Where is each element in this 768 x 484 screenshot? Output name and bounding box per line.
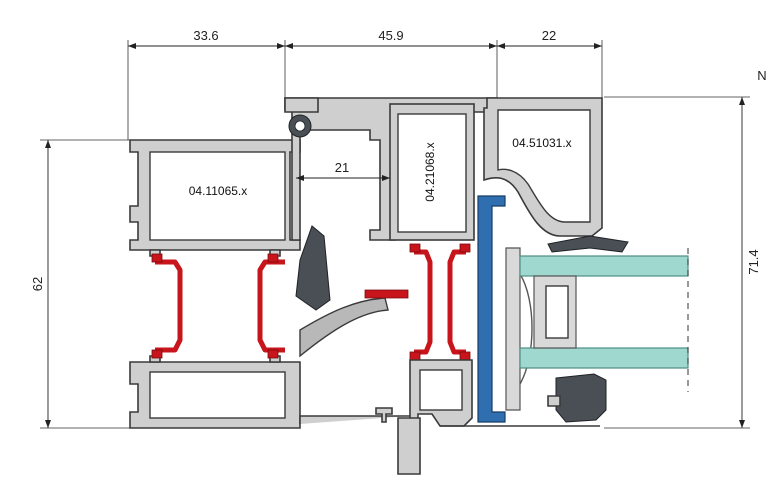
dim-21: 21 xyxy=(335,160,349,175)
sash-lower-chamber-void xyxy=(419,369,463,411)
inner-glazing-gasket xyxy=(555,373,607,423)
frame-profile: 04.11065.x xyxy=(129,139,301,429)
centre-gasket xyxy=(295,225,331,311)
dim-22: 22 xyxy=(542,28,556,43)
frame-break-nib-3 xyxy=(151,349,163,359)
bottom-clip xyxy=(375,407,393,423)
sash-code-label: 04.21068.x xyxy=(423,142,437,201)
right-height-dimension: 71.4 N xyxy=(604,68,767,429)
edge-seal-curve xyxy=(519,273,533,385)
top-gasket-core xyxy=(294,120,306,132)
frame-code-label: 04.11065.x xyxy=(189,184,248,198)
setting-block xyxy=(505,247,521,411)
left-height-dimension: 62 xyxy=(30,139,132,429)
top-gasket-group xyxy=(284,97,319,138)
sash-profile: 04.21068.x xyxy=(284,97,498,475)
sash-break-nib-2 xyxy=(459,243,471,253)
dim-71-4: 71.4 xyxy=(746,249,761,274)
sash-break-nib-3 xyxy=(409,351,421,361)
top-dimension-chain: 33.6 45.9 22 xyxy=(127,28,603,140)
frame-break-nib-2 xyxy=(267,253,279,263)
glazing-bead: 04.51031.x xyxy=(483,97,603,237)
glass-spacer-void xyxy=(545,285,569,339)
top-gasket-base xyxy=(284,97,319,113)
frame-break-nib-4 xyxy=(267,349,279,359)
sash-break-nib-4 xyxy=(459,351,471,361)
dim-62: 62 xyxy=(30,277,45,291)
bead-code-label: 04.51031.x xyxy=(512,136,571,150)
glass-unit xyxy=(505,235,689,423)
frame-lower-chamber-void xyxy=(149,371,286,419)
dim-33-6: 33.6 xyxy=(193,28,218,43)
frame-thermal-strip-right xyxy=(257,259,285,353)
sash-break-nib-1 xyxy=(409,243,421,253)
frame-upper-chamber-void xyxy=(149,151,286,241)
frame-bottom-rail xyxy=(299,415,410,424)
dim-45-9: 45.9 xyxy=(378,28,403,43)
sash-upper-chamber-void xyxy=(397,113,467,233)
corner-mark: N xyxy=(757,68,766,83)
frame-hook-arm xyxy=(299,297,389,358)
outer-glazing-gasket xyxy=(547,235,629,253)
inner-gap-dimension: 21 xyxy=(296,160,390,181)
sash-thermal-strip-left xyxy=(414,249,433,355)
sash-drip-leg xyxy=(397,417,421,475)
central-gasket-group xyxy=(295,225,409,358)
gasket-clip xyxy=(547,395,561,407)
glazing-tape-group xyxy=(477,195,506,423)
bead-void xyxy=(497,109,591,223)
inner-glass-pane xyxy=(519,347,689,369)
frame-break-nib-1 xyxy=(151,253,163,263)
frame-thermal-strip-left xyxy=(155,259,183,353)
glazing-tape xyxy=(477,195,506,423)
outer-glass-pane xyxy=(519,255,689,277)
sash-thermal-strip-right xyxy=(447,249,466,355)
sash-thermal-link xyxy=(364,289,409,299)
